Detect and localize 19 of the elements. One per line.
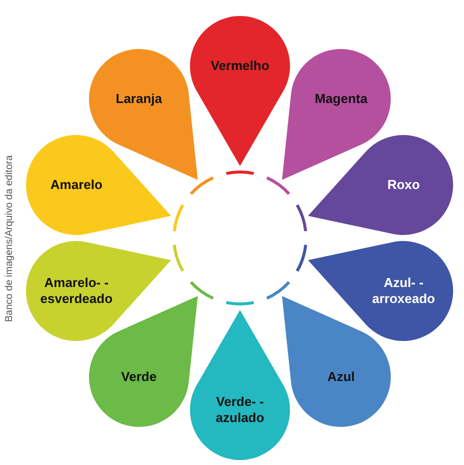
color-petal	[26, 241, 172, 342]
petal-label: Amarelo	[50, 176, 102, 193]
color-petal	[190, 310, 290, 460]
petal-label: Azul- -arroxeado	[372, 275, 435, 308]
color-petal	[308, 134, 454, 235]
color-petal	[282, 48, 392, 180]
petal-label: Laranja	[116, 90, 162, 107]
color-petal	[308, 241, 454, 342]
color-petal	[26, 134, 172, 235]
color-petal	[190, 16, 290, 166]
petal-label: Verde	[121, 369, 157, 386]
image-credit: Banco de imagens/Arquivo da editora	[4, 154, 15, 322]
petal-label: Magenta	[314, 90, 368, 107]
petal-label: Roxo	[387, 176, 420, 193]
petal-label: Azul	[327, 369, 355, 386]
petal-label: Vermelho	[210, 58, 270, 74]
petal-label: Amarelo- -esverdeado	[39, 275, 114, 308]
color-petal	[88, 48, 198, 180]
petal-label: Verde- -azulado	[215, 394, 265, 426]
